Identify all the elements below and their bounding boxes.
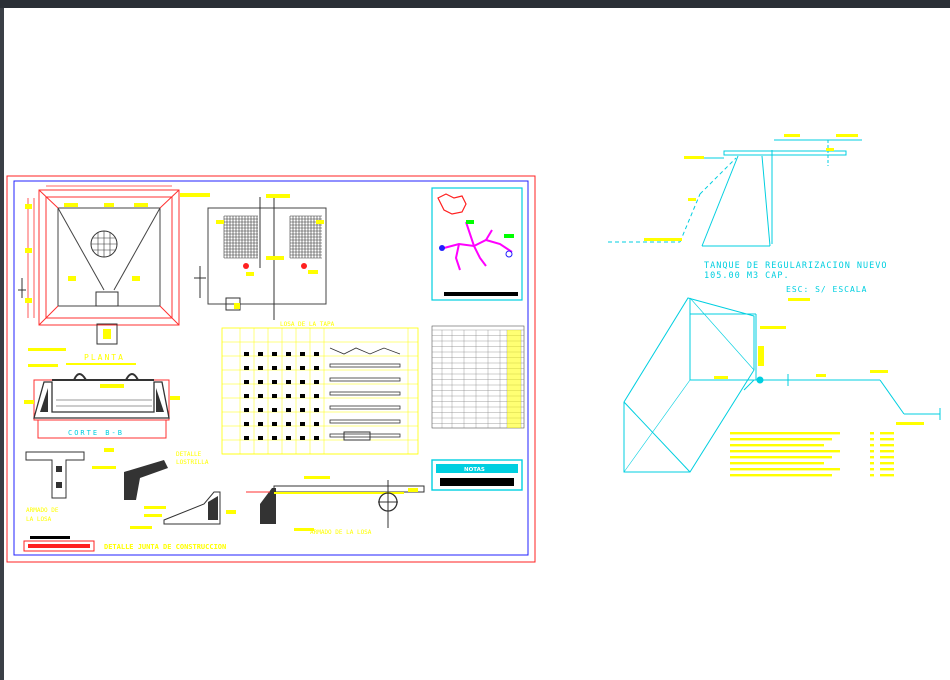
tank-scale-label: ESC: S/ ESCALA <box>786 285 867 294</box>
slab-table-title: LOSA DE LA TAPA <box>280 321 335 328</box>
tank-elevation-labels <box>644 134 858 241</box>
tank-legend <box>730 432 894 477</box>
window-title-bar <box>0 0 950 8</box>
sheet-layout <box>6 175 536 563</box>
sheet-border <box>6 175 536 563</box>
tank-isometric <box>623 297 941 473</box>
armado-losa-right-title: ARMADO DE LA LOSA <box>310 529 372 536</box>
section-view: CORTE B-B <box>24 348 180 452</box>
section-title: CORTE B-B <box>68 429 124 437</box>
notes-box: NOTAS <box>431 459 523 491</box>
sheet-inner-border <box>13 180 529 556</box>
drawing-canvas[interactable]: PLANTA <box>4 8 950 680</box>
slab-table: LOSA DE LA TAPA <box>221 321 419 455</box>
location-map <box>431 187 523 301</box>
window-left-edge <box>0 8 4 680</box>
rebar-grid-view <box>207 194 327 320</box>
detalle-lostrilla-line1: DETALLE <box>176 451 202 458</box>
bottom-details: ARMADO DE LA LOSA DETALLE LOSTRILLA DETA… <box>23 451 236 552</box>
detalle-lostrilla-line2: LOSTRILLA <box>176 459 209 466</box>
valve-symbol <box>756 376 764 384</box>
armado-losa-left-line1: ARMADO DE <box>26 507 59 514</box>
armado-losa-left-line2: LA LOSA <box>26 516 52 523</box>
plan-title: PLANTA <box>84 353 125 362</box>
slab-reinforcement-detail: ARMADO DE LA LOSA <box>246 476 425 536</box>
plan-view: PLANTA <box>18 185 210 365</box>
tank-isometric-labels <box>714 298 924 425</box>
tank-title-line1: TANQUE DE REGULARIZACION NUEVO <box>704 261 888 271</box>
tank-title-line2: 105.00 M3 CAP. <box>704 271 790 281</box>
tank-elevation <box>608 139 862 247</box>
cad-drawing: PLANTA <box>6 134 941 563</box>
detalle-junta-title: DETALLE JUNTA DE CONSTRUCCION <box>104 543 226 551</box>
schedule-table <box>431 325 525 429</box>
notes-title: NOTAS <box>464 467 485 473</box>
